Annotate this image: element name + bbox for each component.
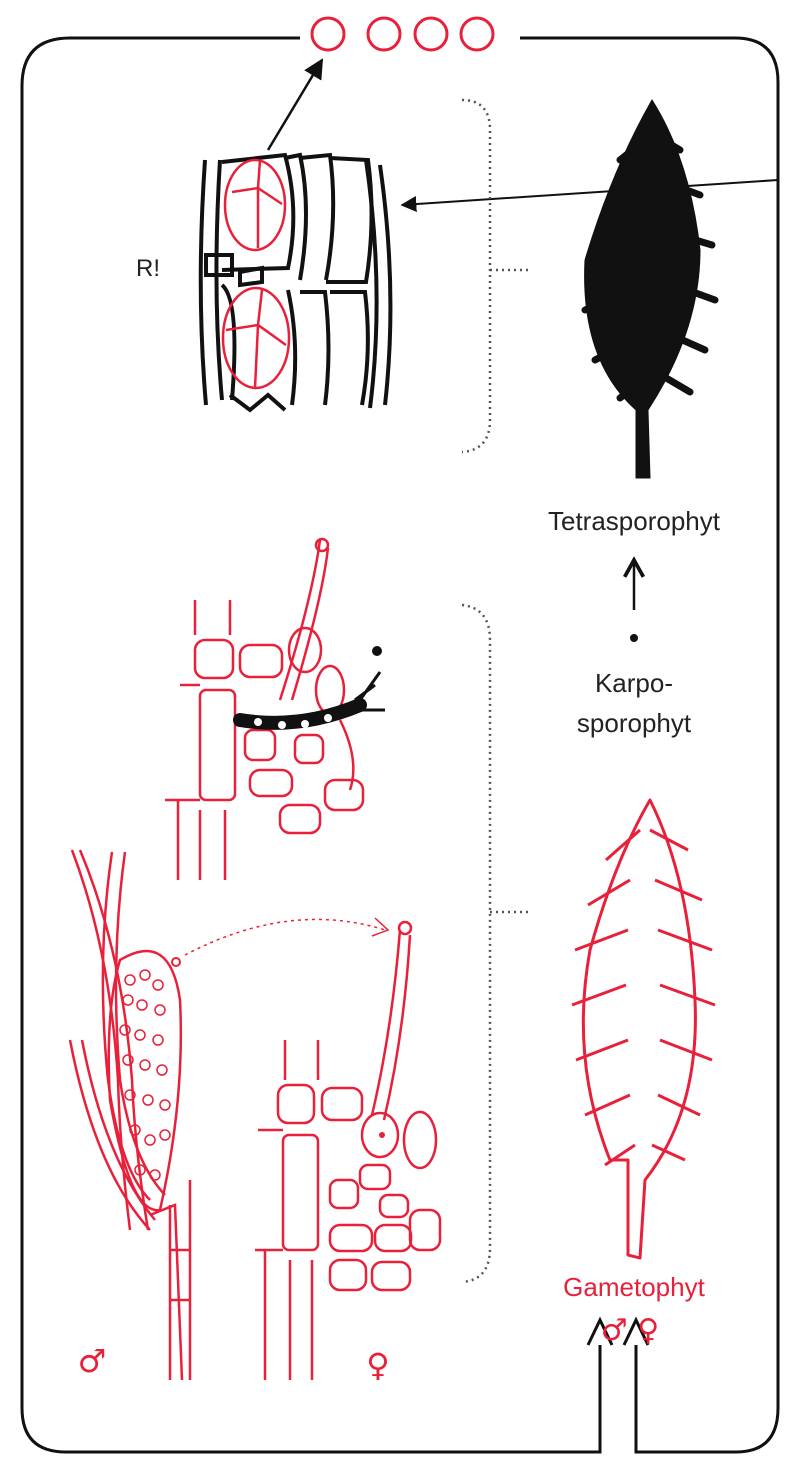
label-gametophyte: Gametophyt [563, 1272, 705, 1302]
spermatium [172, 958, 180, 966]
spermatium-dot [372, 646, 382, 656]
gametophyte-sex-symbols: ♂ ♀ [601, 1313, 659, 1348]
gonimoblast [240, 672, 385, 729]
female-gametophyte-branch [255, 922, 440, 1380]
tetraspore-4 [461, 18, 493, 50]
spermatia-cluster [120, 970, 170, 1180]
bracket-gametophyte [462, 605, 532, 1282]
tetrasporangium-upper [225, 160, 285, 250]
label-carposporophyte-2: sporophyt [577, 708, 692, 738]
arrow-to-tetraspores [268, 60, 322, 150]
tetraspore-2 [368, 18, 400, 50]
label-carposporophyte-1: Karpo- [595, 668, 673, 698]
life-cycle-frame [22, 38, 600, 1452]
carpogonium-nucleus [379, 1132, 385, 1138]
female-symbol: ♀ [366, 1346, 389, 1384]
tetraspores [312, 18, 493, 50]
arrow-to-tetrasporangium [402, 180, 778, 205]
male-symbol: ♂ [78, 1342, 107, 1380]
carpospore-dot [630, 634, 638, 642]
tetrasporophyte-plant [585, 100, 715, 478]
gametophyte-plant [572, 800, 715, 1258]
spermatium-path [185, 919, 385, 955]
tetraspore-1 [312, 18, 344, 50]
label-tetrasporophyte: Tetrasporophyt [548, 506, 721, 536]
bracket-tetrasporophyte [462, 100, 532, 452]
tetraspore-3 [415, 18, 447, 50]
male-gametophyte-branch [70, 850, 190, 1380]
tetrasporangium-cells [201, 155, 391, 410]
meiosis-mark: R! [136, 255, 160, 282]
